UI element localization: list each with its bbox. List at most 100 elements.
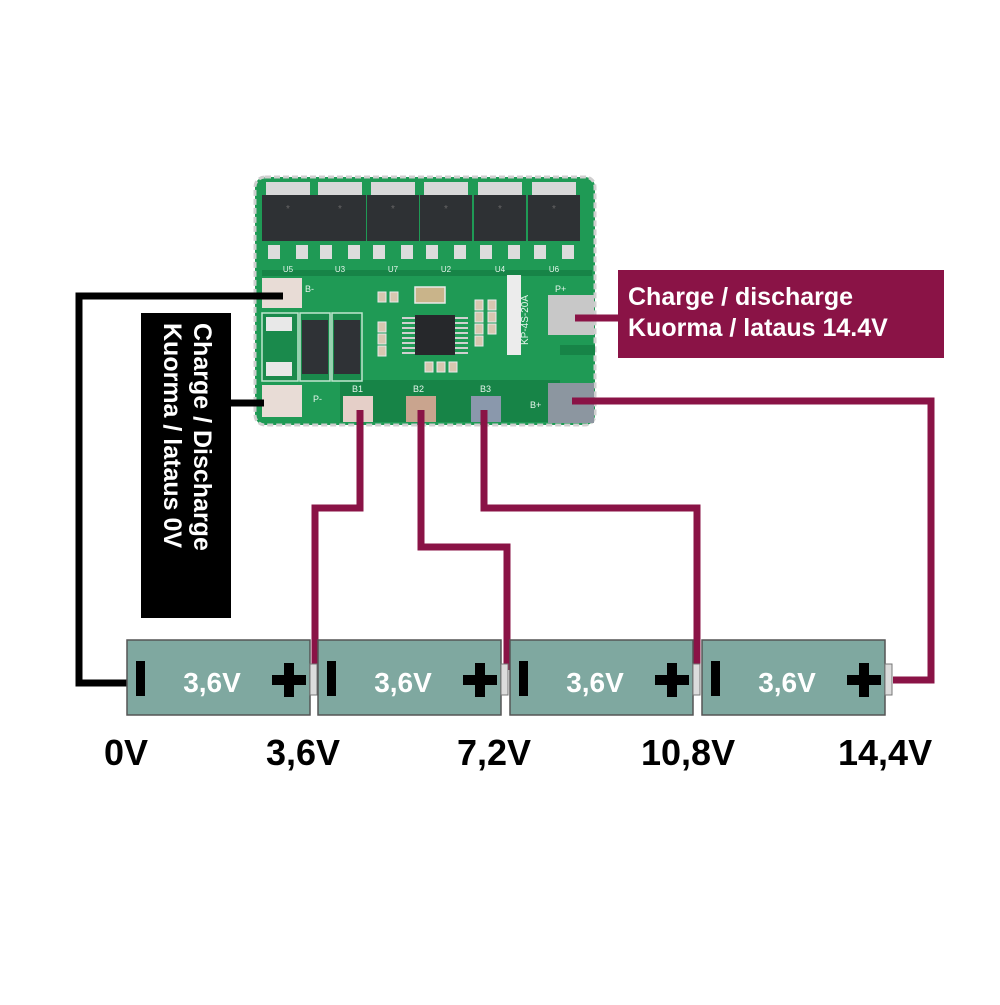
- mosfet-lead: [373, 245, 385, 259]
- mosfet-body: [474, 195, 526, 241]
- ic-pin: [402, 332, 415, 334]
- node-voltage-4: 14,4V: [838, 732, 933, 773]
- smd-component: [474, 299, 484, 311]
- mosfet-lead: [426, 245, 438, 259]
- smd-component: [377, 345, 387, 357]
- smd-component: [487, 311, 497, 323]
- bms-ic-chip: [415, 315, 455, 355]
- pad-label-p-minus: P-: [313, 394, 322, 404]
- wire-b2-7v2: [417, 410, 511, 670]
- label-charge-discharge-negative: Charge / Discharge Kuorma / lataus 0V: [141, 313, 231, 618]
- wire-b1-3v6: [311, 410, 364, 670]
- mosfet-body: [528, 195, 580, 241]
- mosfet-label: U2: [441, 265, 452, 274]
- resistor-body: [302, 320, 328, 374]
- mosfet-tab: [532, 182, 576, 196]
- mosfet-row: *U5*U3*U7*U2*U4*U6: [262, 182, 580, 274]
- mosfet-label: U3: [335, 265, 346, 274]
- smd-component: [377, 291, 387, 303]
- ic-pin: [402, 322, 415, 324]
- ic-pin: [402, 342, 415, 344]
- pcb-trace: [262, 270, 592, 276]
- mosfet-lead: [348, 245, 360, 259]
- battery-cell: 3,6V: [701, 639, 893, 716]
- capacitor-c7: [414, 286, 446, 304]
- positive-symbol-icon: [667, 663, 677, 697]
- negative-symbol-icon: [136, 661, 145, 696]
- ic-pin: [402, 337, 415, 339]
- cell-voltage-label: 3,6V: [758, 667, 816, 698]
- mosfet: * U2: [420, 182, 472, 274]
- cell-positive-terminal: [309, 663, 318, 696]
- pad-p-minus: [262, 385, 302, 417]
- cell-positive-terminal: [884, 663, 893, 696]
- mosfet: * U5: [262, 182, 314, 274]
- pad-label-b-minus: B-: [305, 284, 314, 294]
- resistor-pad: [266, 362, 292, 376]
- mosfet-mark: *: [286, 204, 290, 215]
- ic-pin: [455, 322, 468, 324]
- mosfet-tab: [266, 182, 310, 196]
- ic-pin: [455, 337, 468, 339]
- mosfet-mark: *: [338, 204, 342, 215]
- ic-pin: [402, 347, 415, 349]
- cell-voltage-label: 3,6V: [374, 667, 432, 698]
- ic-pin: [455, 347, 468, 349]
- smd-component: [436, 361, 446, 373]
- node-voltage-3: 10,8V: [641, 732, 736, 773]
- mosfet-body: [262, 195, 314, 241]
- mosfet-lead: [401, 245, 413, 259]
- mosfet-mark: *: [498, 204, 502, 215]
- smd-component: [487, 299, 497, 311]
- pcb-trace: [560, 345, 595, 355]
- ic-pin: [455, 327, 468, 329]
- label-left-line1: Charge / Discharge: [188, 323, 216, 551]
- negative-symbol-icon: [711, 661, 720, 696]
- pad-label-b1: B1: [352, 384, 363, 394]
- mosfet-mark: *: [391, 204, 395, 215]
- wire-b-plus-14v4: [572, 397, 935, 684]
- cell-positive-terminal: [500, 663, 509, 696]
- pcb-trace: [340, 380, 560, 422]
- mosfet: * U4: [474, 182, 526, 274]
- mosfet-body: [420, 195, 472, 241]
- mosfet-mark: *: [552, 204, 556, 215]
- battery-cell: 3,6V: [317, 639, 509, 716]
- mosfet: * U6: [528, 182, 580, 274]
- pcb-model-marking: KP-4S-20A: [520, 295, 531, 345]
- mosfet-mark: *: [444, 204, 448, 215]
- mosfet-tab: [478, 182, 522, 196]
- mosfet-lead: [454, 245, 466, 259]
- smd-component: [377, 321, 387, 333]
- mosfet-label: U4: [495, 265, 506, 274]
- battery-cell: 3,6V: [126, 639, 318, 716]
- wire-b3-10v8: [480, 410, 701, 670]
- ic-pin: [402, 317, 415, 319]
- node-voltage-2: 7,2V: [457, 732, 532, 773]
- mosfet-lead: [296, 245, 308, 259]
- model-label-strip: [507, 275, 521, 355]
- smd-component: [424, 361, 434, 373]
- mosfet-tab: [318, 182, 362, 196]
- bms-pcb: *U5*U3*U7*U2*U4*U6 KP-4S-20A: [253, 175, 597, 427]
- mosfet-lead: [508, 245, 520, 259]
- mosfet-tab: [371, 182, 415, 196]
- smd-components: [377, 291, 497, 373]
- positive-symbol-icon: [475, 663, 485, 697]
- resistor-pad: [266, 317, 292, 331]
- mosfet-lead: [480, 245, 492, 259]
- node-voltage-1: 3,6V: [266, 732, 341, 773]
- pad-label-b-plus: B+: [530, 400, 541, 410]
- mosfet-label: U5: [283, 265, 294, 274]
- ic-pin: [455, 332, 468, 334]
- mosfet-label: U6: [549, 265, 560, 274]
- pad-label-b3: B3: [480, 384, 491, 394]
- mosfet-body: [367, 195, 419, 241]
- smd-component: [474, 311, 484, 323]
- positive-symbol-icon: [859, 663, 869, 697]
- smd-component: [474, 323, 484, 335]
- label-charge-discharge-positive: Charge / discharge Kuorma / lataus 14.4V: [618, 270, 944, 358]
- negative-symbol-icon: [327, 661, 336, 696]
